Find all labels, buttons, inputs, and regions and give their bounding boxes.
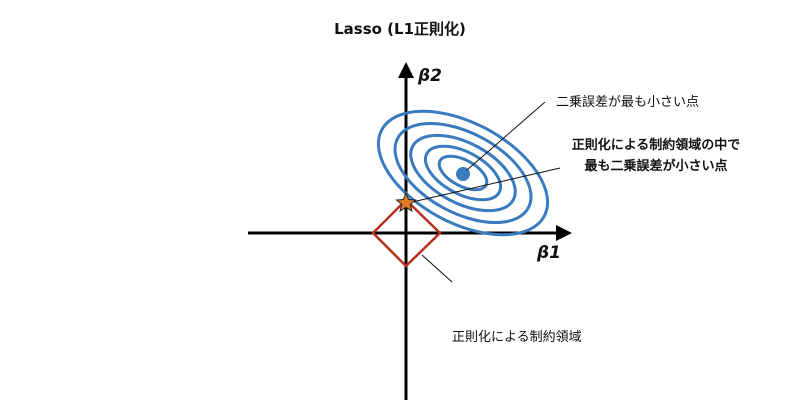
x-axis-label: β1	[537, 243, 561, 263]
constraint-diamond	[371, 198, 442, 268]
min-error-label: 二乗誤差が最も小さい点	[556, 95, 700, 110]
constraint-region-label: 正則化による制約領域	[452, 330, 582, 345]
leader-line-region	[421, 254, 453, 283]
leader-line-min	[466, 101, 546, 171]
constrained-min-label-line2: 最も二乗誤差が小さい点	[584, 159, 728, 174]
diagram-title: Lasso (L1正則化)	[334, 20, 466, 38]
contour-ellipse	[393, 121, 533, 225]
error-contours	[376, 109, 550, 237]
constrained-min-label-line1: 正則化による制約領域の中で	[571, 138, 741, 153]
contour-ellipse	[409, 133, 517, 213]
x-axis-arrow	[556, 225, 572, 241]
contour-ellipse	[376, 109, 550, 237]
leader-line-constrained	[407, 167, 561, 204]
y-axis-label: β2	[418, 66, 442, 86]
y-axis-arrow	[398, 62, 414, 78]
min-error-point	[456, 167, 470, 181]
contour-ellipse	[423, 144, 503, 202]
star-icon	[395, 191, 417, 213]
